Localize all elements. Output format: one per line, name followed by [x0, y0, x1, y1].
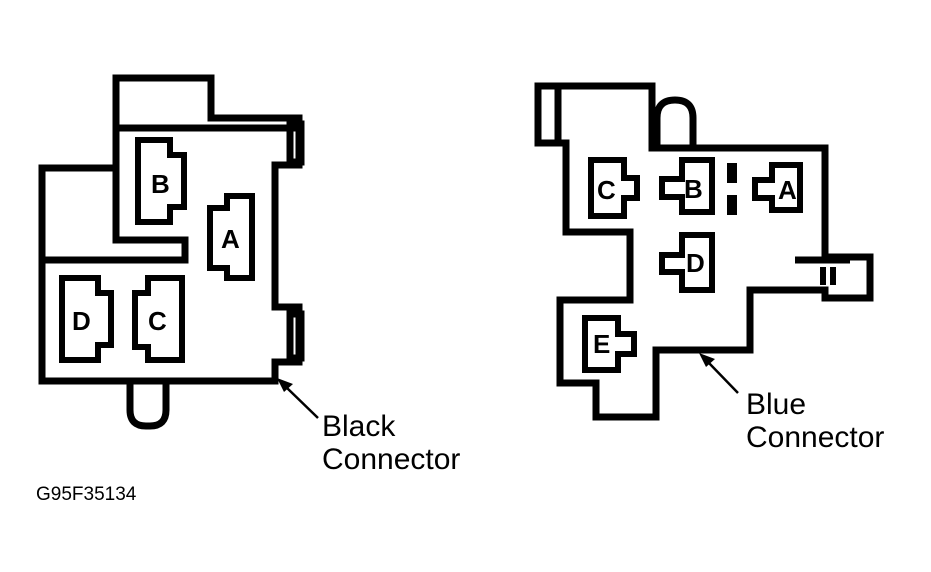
blue-connector-latch-slot-1: [820, 267, 826, 285]
blue-connector-pin-d-terminal: [659, 232, 715, 293]
black-connector-pin-a-terminal: [207, 193, 255, 281]
blue-connector-pin-e-label: E: [593, 329, 610, 359]
black-connector-label-line2: Connector: [322, 443, 460, 476]
blue-connector-body: [534, 82, 874, 421]
black-connector-inner-wall: [42, 168, 189, 264]
blue-connector-slot-upper: [727, 163, 737, 183]
black-connector-pin-d-label: D: [72, 306, 91, 336]
black-connector-arrowhead: [277, 378, 293, 392]
blue-connector-pin-d-label: D: [686, 248, 705, 278]
blue-connector-top-bump: [653, 96, 697, 148]
blue-connector-pin-c-label: C: [597, 175, 616, 205]
blue-connector-pin-a-label: A: [778, 175, 797, 205]
blue-connector-arrowhead: [699, 353, 715, 367]
black-connector-pin-d-terminal: [59, 275, 114, 363]
blue-connector-label-line2: Connector: [746, 421, 884, 454]
blue-connector-label-line1: Blue: [746, 388, 806, 421]
blue-connector: C B A D E Blue Connector: [534, 82, 884, 454]
black-connector-latch-bottom: [286, 310, 305, 362]
blue-connector-pin-b-label: B: [684, 174, 703, 204]
black-connector-label-line1: Black: [322, 410, 396, 443]
blue-connector-pin-b-terminal: [659, 157, 715, 215]
black-connector-latch-top: [286, 120, 305, 166]
blue-connector-slot-lower: [727, 195, 737, 215]
black-connector-pin-b-terminal: [135, 137, 187, 225]
black-connector-pin-c-terminal: [132, 275, 185, 363]
black-connector-peg: [126, 381, 170, 430]
blue-connector-pin-c-terminal: [588, 157, 640, 219]
black-connector-body: [38, 74, 303, 385]
black-connector-pin-b-label: B: [151, 169, 170, 199]
black-connector-pin-a-label: A: [221, 224, 240, 254]
blue-connector-pin-e-terminal: [582, 315, 637, 373]
blue-connector-latch-slot-2: [830, 267, 836, 285]
black-connector-pin-c-label: C: [148, 306, 167, 336]
black-connector-leader-line: [285, 386, 319, 419]
blue-connector-pin-a-terminal: [752, 162, 803, 213]
blue-connector-leader-line: [707, 361, 739, 394]
figure-id: G95F35134: [36, 484, 137, 505]
black-connector: B A D C Black Connector: [38, 74, 460, 476]
